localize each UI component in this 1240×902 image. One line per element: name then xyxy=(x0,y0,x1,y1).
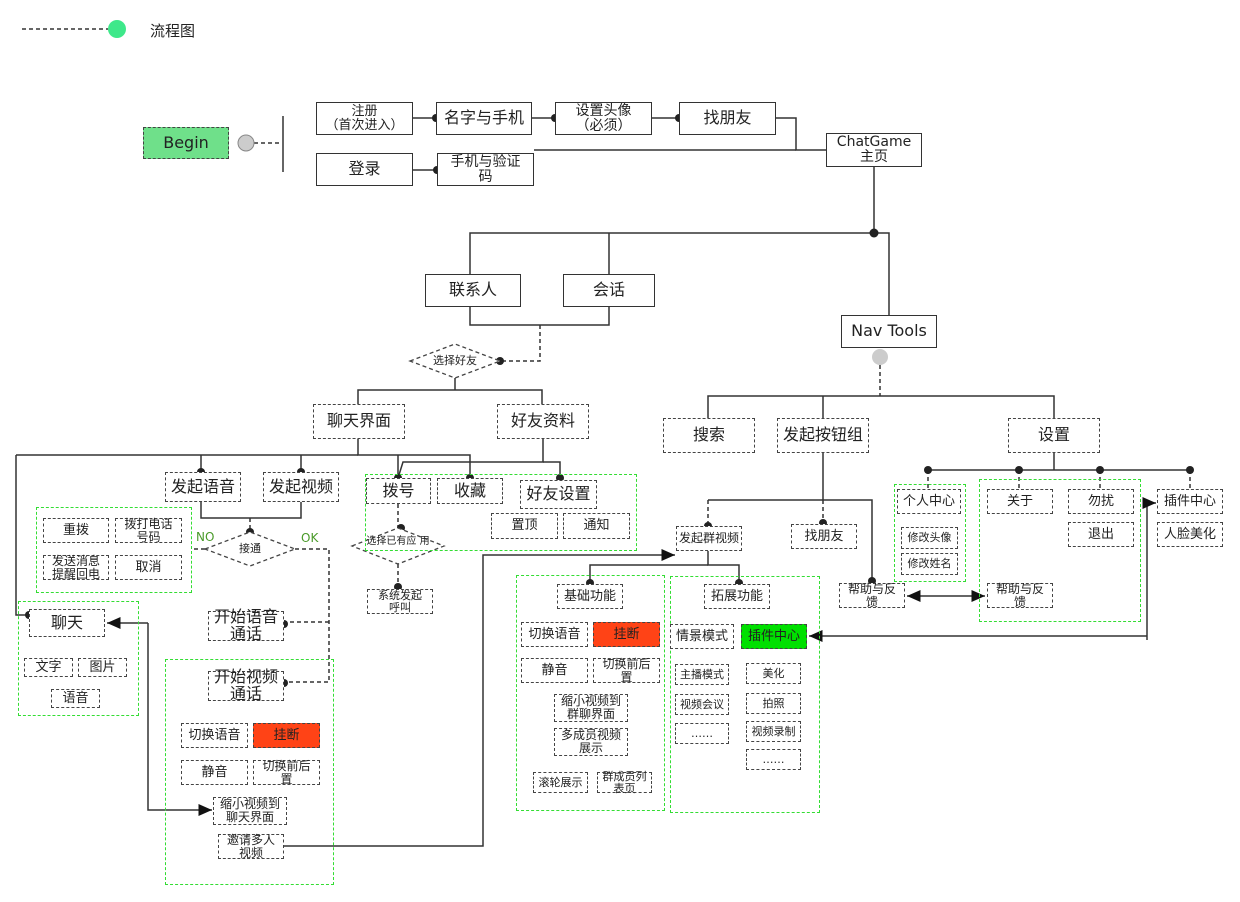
start-voice-node[interactable]: 开始语音 通话 xyxy=(208,608,284,642)
connected-diamond xyxy=(203,531,297,567)
search-node[interactable]: 搜索 xyxy=(663,418,755,453)
video-call-node[interactable]: 发起视频 xyxy=(263,472,339,502)
personal-center-node[interactable]: 个人中心 xyxy=(897,489,961,514)
friend-profile-node[interactable]: 好友资料 xyxy=(497,404,589,439)
switch-camera-node[interactable]: 切换前后 置 xyxy=(253,760,320,785)
start-video-node[interactable]: 开始视频 通话 xyxy=(208,668,284,702)
group-switch-camera-node[interactable]: 切换前后 置 xyxy=(593,658,660,683)
image-node[interactable]: 图片 xyxy=(78,658,127,677)
help-feedback-node[interactable]: 帮助与反 馈 xyxy=(987,583,1053,608)
system-call-node[interactable]: 系统发起 呼叫 xyxy=(367,589,433,614)
nav-circle-icon xyxy=(872,349,888,365)
group-hangup-node[interactable]: 挂断 xyxy=(593,622,660,647)
connected-label: 接通 xyxy=(239,542,261,555)
more-node-2[interactable]: …… xyxy=(746,749,801,770)
mute-node[interactable]: 静音 xyxy=(181,760,248,785)
scene-mode-node[interactable]: 情景模式 xyxy=(670,624,734,649)
video-call-group xyxy=(165,659,334,885)
video-meeting-node[interactable]: 视频会议 xyxy=(675,694,729,715)
find-friends-btn-node[interactable]: 找朋友 xyxy=(791,524,857,549)
avatar-node[interactable]: 设置头像 （必须） xyxy=(555,102,652,135)
switch-voice-node[interactable]: 切换语音 xyxy=(181,723,248,748)
register-node[interactable]: 注册 （首次进入） xyxy=(316,102,413,135)
cancel-node[interactable]: 取消 xyxy=(115,555,182,580)
begin-node[interactable]: Begin xyxy=(143,127,229,159)
phone-code-node[interactable]: 手机与验证 码 xyxy=(437,153,534,186)
group-switch-voice-node[interactable]: 切换语音 xyxy=(521,622,588,647)
more-node[interactable]: …… xyxy=(675,723,729,744)
photo-node[interactable]: 拍照 xyxy=(746,693,801,714)
settings-plugin-center-node[interactable]: 插件中心 xyxy=(1157,489,1223,514)
plugin-center-node[interactable]: 插件中心 xyxy=(741,624,807,649)
dnd-node[interactable]: 勿扰 xyxy=(1068,489,1134,514)
invite-multi-node[interactable]: 邀请多人 视频 xyxy=(218,834,284,859)
change-name-node[interactable]: 修改姓名 xyxy=(901,553,958,575)
extended-functions-node[interactable]: 拓展功能 xyxy=(704,584,770,609)
change-avatar-node[interactable]: 修改头像 xyxy=(901,527,958,549)
select-friend-label: 选择好友 xyxy=(433,354,477,367)
settings-node[interactable]: 设置 xyxy=(1008,418,1100,453)
legend-dot-icon xyxy=(108,20,126,38)
start-circle-icon xyxy=(237,134,255,152)
face-beautify-node[interactable]: 人脸美化 xyxy=(1157,522,1223,547)
legend-label: 流程图 xyxy=(150,22,196,40)
basic-functions-group xyxy=(516,575,665,811)
name-phone-node[interactable]: 名字与手机 xyxy=(436,102,532,135)
chat-ui-node[interactable]: 聊天界面 xyxy=(313,404,405,439)
group-mute-node[interactable]: 静音 xyxy=(521,658,588,683)
hangup-node[interactable]: 挂断 xyxy=(253,723,320,748)
basic-functions-node[interactable]: 基础功能 xyxy=(557,584,623,609)
contacts-node[interactable]: 联系人 xyxy=(425,274,521,307)
text-node[interactable]: 文字 xyxy=(24,658,73,677)
extended-functions-group xyxy=(670,576,820,813)
no-answer-group xyxy=(36,507,192,593)
nav-tools-node[interactable]: Nav Tools xyxy=(841,315,937,348)
shrink-chat-node[interactable]: 缩小视频到 聊天界面 xyxy=(213,797,287,825)
multi-display-node[interactable]: 多成员视频 展示 xyxy=(554,728,628,756)
login-node[interactable]: 登录 xyxy=(316,153,413,186)
chat-group xyxy=(18,601,139,716)
voice-call-node[interactable]: 发起语音 xyxy=(165,472,241,502)
anchor-mode-node[interactable]: 主播模式 xyxy=(675,664,729,685)
find-friends-node[interactable]: 找朋友 xyxy=(679,102,776,135)
select-app-label: 选择已有应 用 xyxy=(366,536,430,547)
voice-node[interactable]: 语音 xyxy=(51,689,100,708)
help-feedback-left-node[interactable]: 帮助与反 馈 xyxy=(839,583,905,608)
about-node[interactable]: 关于 xyxy=(987,489,1053,514)
pin-node[interactable]: 置顶 xyxy=(491,513,558,539)
ok-label: OK xyxy=(301,531,319,545)
select-friend-diamond xyxy=(408,343,502,379)
home-node[interactable]: ChatGame 主页 xyxy=(826,133,922,167)
no-label: NO xyxy=(196,530,215,544)
member-list-node[interactable]: 群成员列 表页 xyxy=(597,771,652,794)
video-record-node[interactable]: 视频录制 xyxy=(746,721,801,742)
chat-node[interactable]: 聊天 xyxy=(29,609,105,637)
sessions-node[interactable]: 会话 xyxy=(563,274,655,307)
profile-group xyxy=(365,474,637,551)
redial-node[interactable]: 重拨 xyxy=(43,518,109,543)
shrink-group-node[interactable]: 缩小视频到 群聊界面 xyxy=(554,694,628,722)
notify-node[interactable]: 通知 xyxy=(563,513,630,539)
settings-group xyxy=(979,479,1141,622)
logout-node[interactable]: 退出 xyxy=(1068,522,1134,547)
launch-group-node[interactable]: 发起按钮组 xyxy=(777,418,869,453)
dial-number-node[interactable]: 拨打电话 号码 xyxy=(115,518,182,543)
select-app-diamond xyxy=(350,527,446,565)
favorite-node[interactable]: 收藏 xyxy=(437,478,503,504)
friend-settings-node[interactable]: 好友设置 xyxy=(520,480,597,509)
scroll-display-node[interactable]: 滚轮展示 xyxy=(533,772,588,793)
group-video-node[interactable]: 发起群视频 xyxy=(676,526,742,551)
beautify-node[interactable]: 美化 xyxy=(746,663,801,684)
personal-center-group xyxy=(894,484,966,582)
dial-node[interactable]: 拨号 xyxy=(366,478,431,504)
send-reminder-node[interactable]: 发送消息 提醒回电 xyxy=(43,555,109,580)
